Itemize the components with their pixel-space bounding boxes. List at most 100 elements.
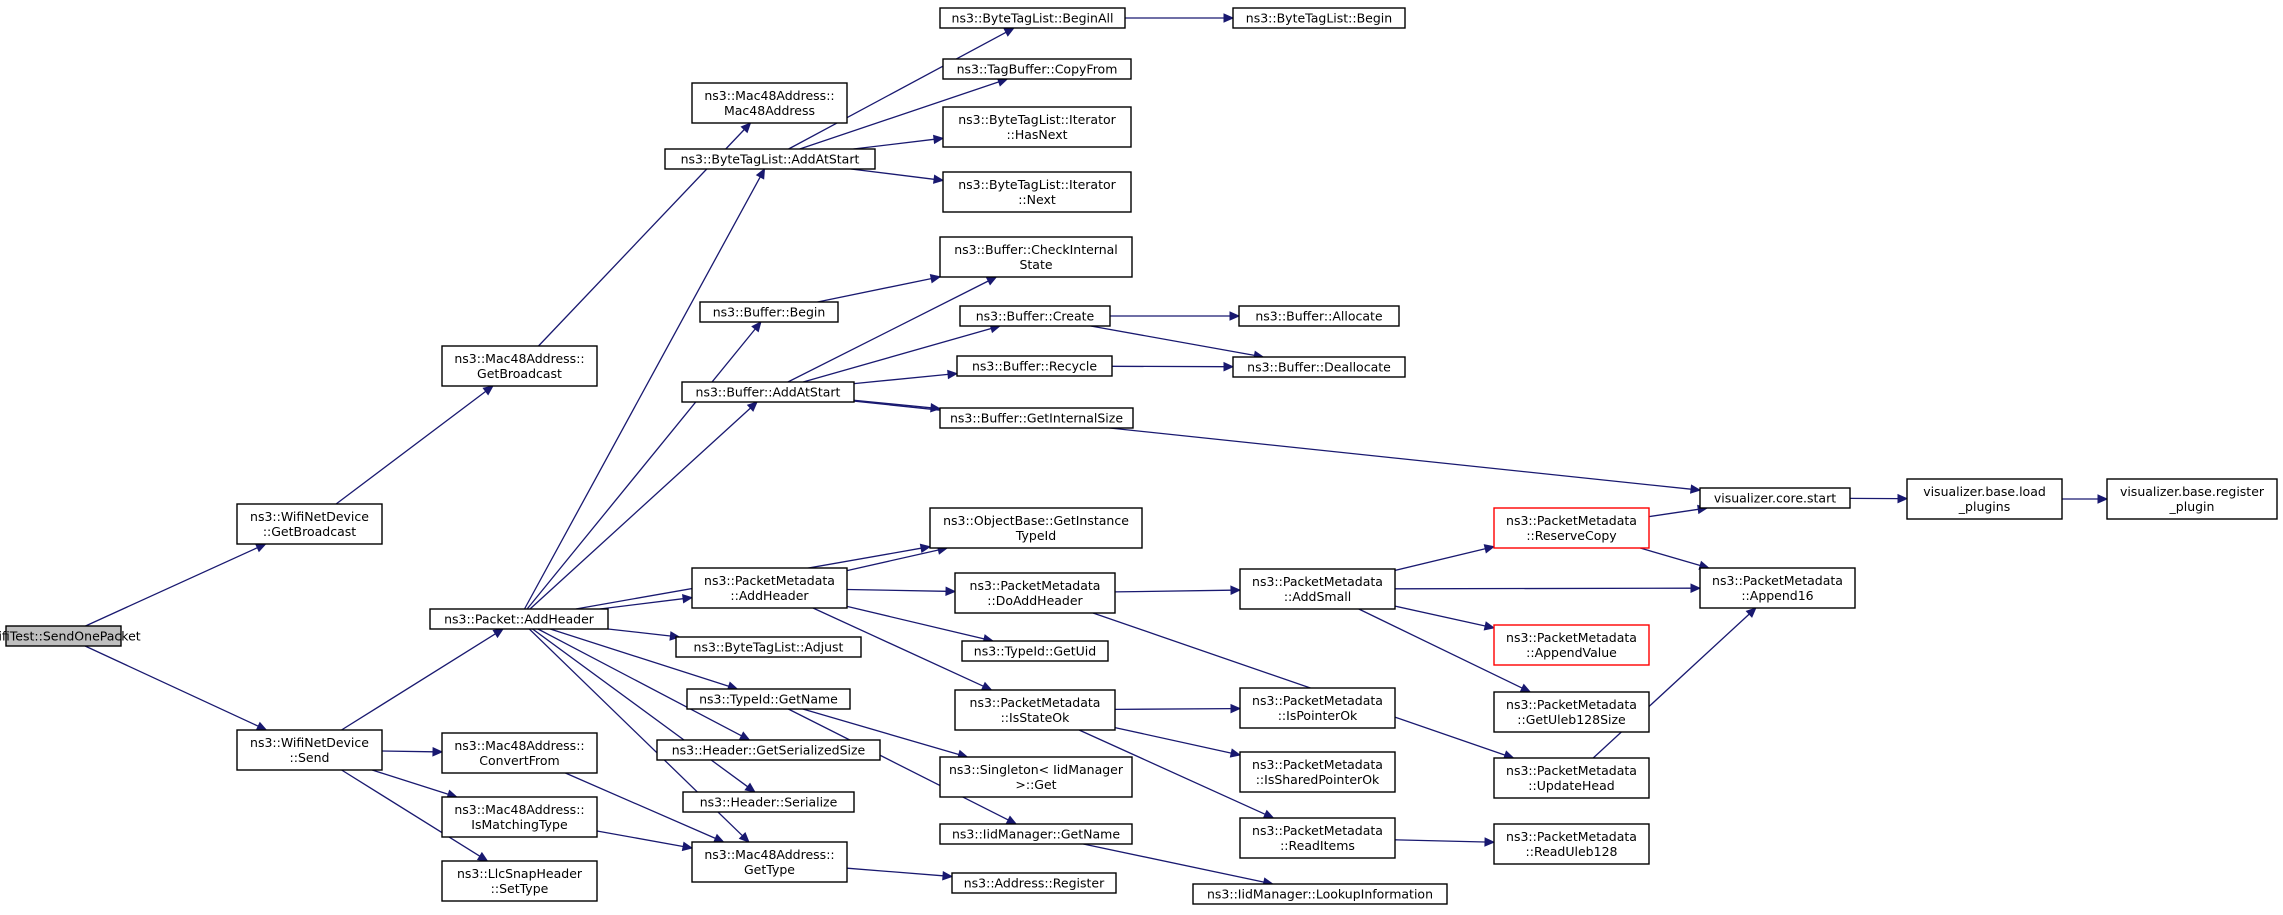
node-llcsnapheader-settype[interactable]: ns3::LlcSnapHeader::SetType (441, 860, 598, 902)
node-bytetaglist-begin[interactable]: ns3::ByteTagList::Begin (1232, 7, 1406, 29)
edge-buf_recycle-to-buf_deallocate (1111, 361, 1235, 372)
edge-wnd_send-to-pkt_addheader (341, 628, 505, 731)
node-label: ns3::PacketMetadata (1506, 630, 1637, 645)
edge-buf_begin-to-buf_checkstate (817, 274, 942, 303)
node-label: ns3::ByteTagList::Iterator (958, 177, 1116, 192)
node-label: ::AddSmall (1284, 589, 1351, 604)
node-label: >::Get (1015, 777, 1056, 792)
node-label: ns3::PacketMetadata (1252, 693, 1383, 708)
node-bytetaglist-addatstart[interactable]: ns3::ByteTagList::AddAtStart (664, 148, 876, 170)
node-label: ns3::Header::GetSerializedSize (672, 743, 866, 758)
node-typeid-getuid[interactable]: ns3::TypeId::GetUid (961, 640, 1109, 662)
node-label: ns3::Buffer::GetInternalSize (950, 411, 1123, 426)
node-label: GetBroadcast (477, 366, 562, 381)
node-mac48address-ismatchingtype[interactable]: ns3::Mac48Address::IsMatchingType (441, 796, 598, 838)
node-mac48address-gettype[interactable]: ns3::Mac48Address::GetType (691, 841, 848, 883)
edge-vis_load-to-vis_register (2062, 494, 2109, 504)
node-header-getserializedsize[interactable]: ns3::Header::GetSerializedSize (656, 739, 881, 761)
edge-pkt_addheader-to-btl_addatstart (523, 167, 766, 610)
node-bytetaglist-beginall[interactable]: ns3::ByteTagList::BeginAll (939, 7, 1126, 29)
edge-pm_reservecopy-to-vis_start (1648, 504, 1709, 518)
node-label: WifiTest::SendOnePacket (0, 629, 141, 644)
node-visualizer-core-start[interactable]: visualizer.core.start (1699, 487, 1851, 509)
node-visualizer-base-load-plugins[interactable]: visualizer.base.load_plugins (1906, 478, 2063, 520)
node-label: ::Append16 (1741, 588, 1813, 603)
node-bytetaglist-iterator-next[interactable]: ns3::ByteTagList::Iterator::Next (942, 171, 1132, 213)
node-buffer-deallocate[interactable]: ns3::Buffer::Deallocate (1232, 356, 1406, 378)
node-label: ::ReadUleb128 (1526, 844, 1618, 859)
edge-pm_doaddheader-to-pm_addsmall (1114, 585, 1242, 595)
node-label: ns3::PacketMetadata (1252, 757, 1383, 772)
node-label: ns3::ObjectBase::GetInstance (943, 513, 1129, 528)
node-packetmetadata-ispointerok[interactable]: ns3::PacketMetadata::IsPointerOk (1239, 687, 1396, 729)
node-label: ns3::PacketMetadata (1506, 697, 1637, 712)
node-packetmetadata-isstateok[interactable]: ns3::PacketMetadata::IsStateOk (954, 689, 1116, 731)
node-label: visualizer.core.start (1714, 491, 1836, 506)
node-label: ::GetUleb128Size (1517, 712, 1626, 727)
node-label: _plugin (2169, 499, 2215, 514)
node-bytetaglist-adjust[interactable]: ns3::ByteTagList::Adjust (675, 636, 862, 658)
node-wifitest-sendonepacket[interactable]: WifiTest::SendOnePacket (0, 625, 141, 647)
node-label: ns3::Buffer::Recycle (972, 359, 1097, 374)
node-packetmetadata-addheader[interactable]: ns3::PacketMetadata::AddHeader (691, 567, 848, 609)
node-packet-addheader[interactable]: ns3::Packet::AddHeader (429, 608, 609, 630)
edge-pm_isstateok-to-pm_ispointerok (1114, 703, 1242, 714)
node-tagbuffer-copyfrom[interactable]: ns3::TagBuffer::CopyFrom (942, 58, 1132, 80)
node-buffer-getinternalsize[interactable]: ns3::Buffer::GetInternalSize (939, 407, 1134, 429)
node-packetmetadata-append16[interactable]: ns3::PacketMetadata::Append16 (1699, 567, 1856, 609)
node-packetmetadata-doaddheader[interactable]: ns3::PacketMetadata::DoAddHeader (954, 572, 1116, 614)
node-wifinetdevice-getbroadcast[interactable]: ns3::WifiNetDevice::GetBroadcast (236, 503, 383, 545)
edge-wnd_getbroadcast-to-mac_getbroadcast (335, 385, 494, 505)
node-label: ns3::ByteTagList::Adjust (694, 640, 844, 655)
node-packetmetadata-issharedpointerok[interactable]: ns3::PacketMetadata::IsSharedPointerOk (1239, 751, 1396, 793)
node-mac48address-mac48address[interactable]: ns3::Mac48Address::Mac48Address (691, 82, 848, 124)
node-packetmetadata-readitems[interactable]: ns3::PacketMetadata::ReadItems (1239, 817, 1396, 859)
node-singleton-iidmanager-get[interactable]: ns3::Singleton< IidManager >::Get (939, 756, 1133, 798)
node-label: _plugins (1958, 499, 2010, 514)
edge-pkt_addheader-to-buf_begin (526, 321, 762, 610)
node-iidmanager-getname[interactable]: ns3::IidManager::GetName (939, 823, 1133, 845)
node-label: ns3::Header::Serialize (700, 795, 838, 810)
node-label: ns3::Buffer::AddAtStart (696, 385, 841, 400)
node-packetmetadata-addsmall[interactable]: ns3::PacketMetadata::AddSmall (1239, 568, 1396, 610)
node-label: ns3::TypeId::GetUid (974, 644, 1096, 659)
node-label: ns3::ByteTagList::Begin (1246, 11, 1392, 26)
node-buffer-recycle[interactable]: ns3::Buffer::Recycle (956, 355, 1113, 377)
node-wifinetdevice-send[interactable]: ns3::WifiNetDevice::Send (236, 729, 383, 771)
edges-layer (84, 13, 2109, 887)
node-label: ::HasNext (1006, 127, 1067, 142)
node-label: IsMatchingType (471, 817, 568, 832)
edge-pm_readitems-to-pm_readuleb (1394, 837, 1496, 847)
node-buffer-create[interactable]: ns3::Buffer::Create (959, 305, 1111, 327)
node-label: ns3::TagBuffer::CopyFrom (957, 62, 1118, 77)
node-label: ns3::Buffer::Create (976, 309, 1095, 324)
node-buffer-addatstart[interactable]: ns3::Buffer::AddAtStart (681, 381, 855, 403)
node-buffer-begin[interactable]: ns3::Buffer::Begin (699, 301, 839, 323)
node-header-serialize[interactable]: ns3::Header::Serialize (682, 791, 855, 813)
node-label: ns3::PacketMetadata (970, 578, 1101, 593)
node-address-register[interactable]: ns3::Address::Register (951, 872, 1117, 894)
edge-buf_create-to-buf_allocate (1110, 311, 1241, 321)
node-label: visualizer.base.load (1923, 484, 2046, 499)
node-packetmetadata-updatehead[interactable]: ns3::PacketMetadata::UpdateHead (1493, 757, 1650, 799)
node-label: ::AddHeader (730, 588, 809, 603)
node-bytetaglist-iterator-hasnext[interactable]: ns3::ByteTagList::Iterator::HasNext (942, 106, 1132, 148)
node-mac48address-convertfrom[interactable]: ns3::Mac48Address::ConvertFrom (441, 732, 598, 774)
node-packetmetadata-reservecopy[interactable]: ns3::PacketMetadata::ReserveCopy (1493, 507, 1650, 549)
node-mac48address-getbroadcast[interactable]: ns3::Mac48Address::GetBroadcast (441, 345, 598, 387)
node-packetmetadata-appendvalue[interactable]: ns3::PacketMetadata::AppendValue (1493, 624, 1650, 666)
node-label: ns3::Buffer::Begin (713, 305, 826, 320)
edge-btl_addatstart-to-btli_hasnext (853, 134, 945, 150)
node-iidmanager-lookupinformation[interactable]: ns3::IidManager::LookupInformation (1192, 883, 1448, 905)
node-visualizer-base-register-plugin[interactable]: visualizer.base.register_plugin (2106, 478, 2278, 520)
node-packetmetadata-readuleb128[interactable]: ns3::PacketMetadata::ReadUleb128 (1493, 823, 1650, 865)
node-label: visualizer.base.register (2120, 484, 2265, 499)
node-label: ns3::LlcSnapHeader (457, 866, 583, 881)
node-packetmetadata-getuleb128size[interactable]: ns3::PacketMetadata::GetUleb128Size (1493, 691, 1650, 733)
edge-pm_addsmall-to-pm_appendvalue (1394, 605, 1496, 631)
node-buffer-allocate[interactable]: ns3::Buffer::Allocate (1238, 305, 1400, 327)
node-label: ns3::WifiNetDevice (250, 735, 369, 750)
node-typeid-getname[interactable]: ns3::TypeId::GetName (686, 688, 851, 710)
